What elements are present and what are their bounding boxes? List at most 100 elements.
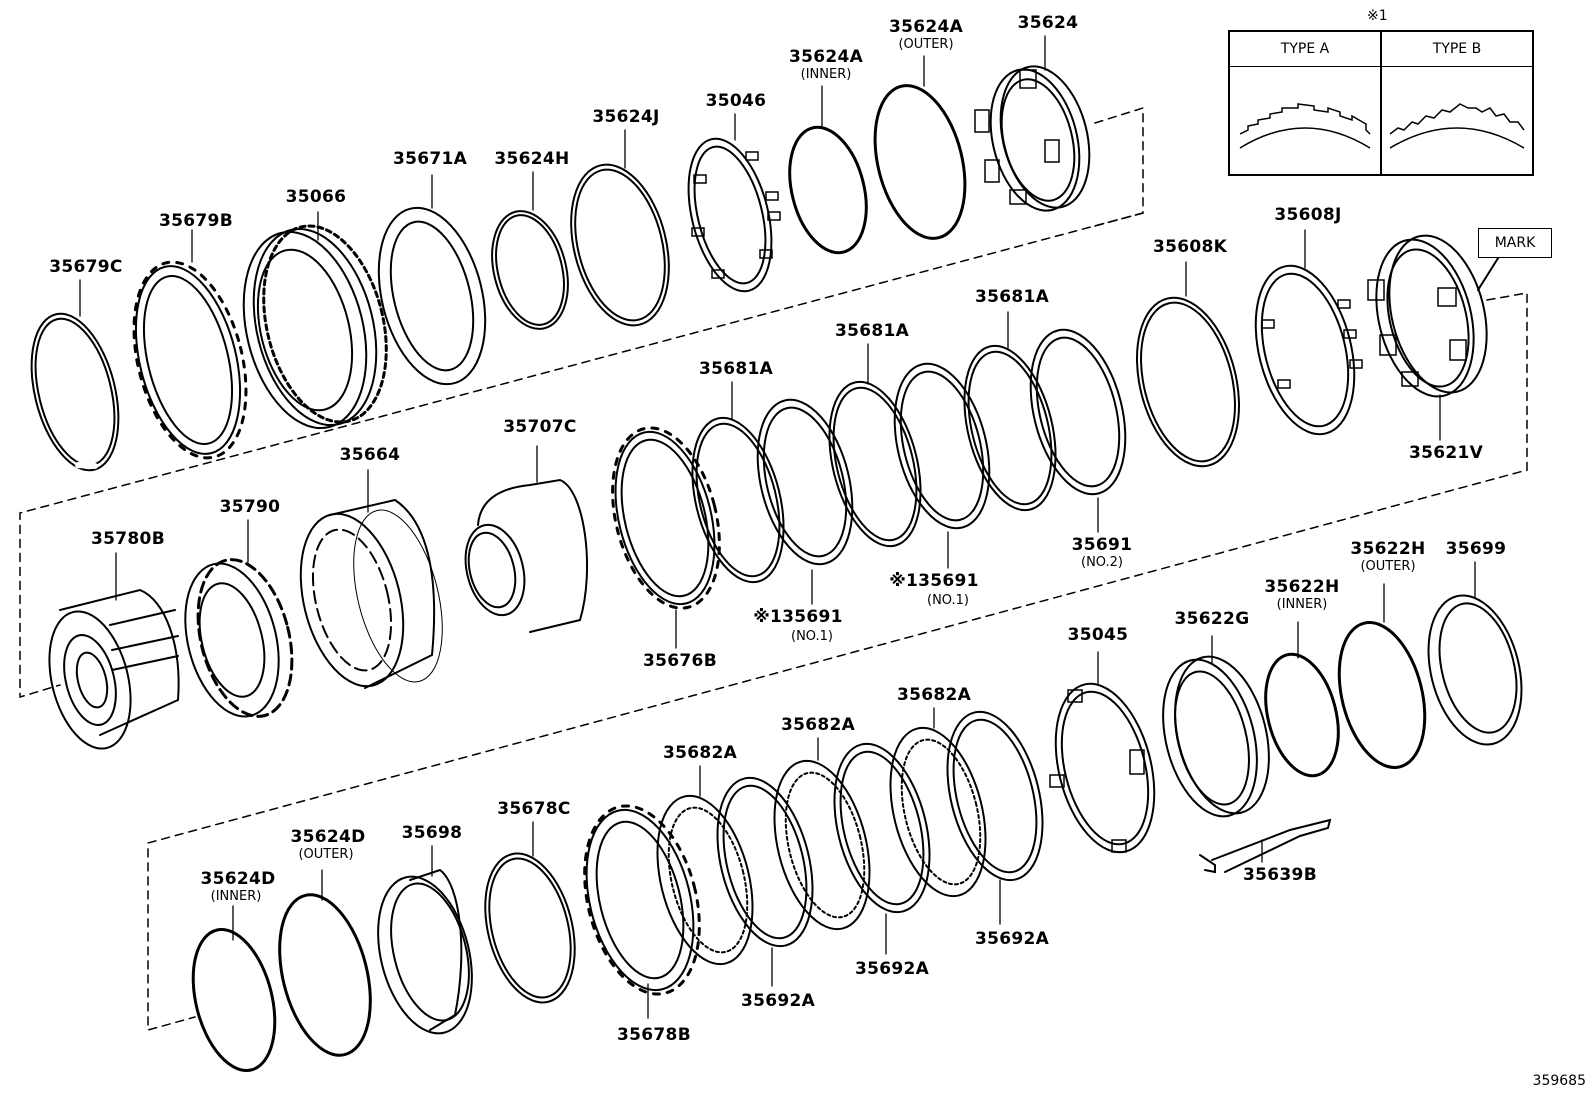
label-35608J: 35608J (1274, 205, 1342, 225)
label-35691-no2: 35691 (1071, 535, 1133, 555)
part-35682A-disc-1 (656, 794, 754, 966)
part-35691-no1-disc-b (893, 362, 991, 530)
label-35622H-outer-sub: (OUTER) (1360, 559, 1416, 574)
part-35066-drum (242, 224, 388, 430)
label-35624A-outer: 35624A (888, 17, 964, 37)
type-a-profile-icon (1239, 103, 1371, 149)
part-35692A-plate-3 (946, 710, 1044, 882)
part-35780B-gear (48, 588, 180, 750)
part-35608J-spring-plate (1254, 264, 1363, 436)
label-35678B: 35678B (617, 1025, 691, 1045)
label-35624D-inner-sub: (INNER) (210, 889, 262, 904)
part-35046-spring-plate (687, 137, 781, 293)
label-35707C: 35707C (503, 417, 577, 437)
label-35682A-3: 35682A (896, 685, 972, 705)
note-reference-mark: ※1 (1367, 8, 1388, 24)
label-35780B: 35780B (91, 529, 165, 549)
part-35692A-plate-1 (716, 776, 814, 948)
type-b-heading: TYPE B (1382, 32, 1532, 67)
part-35664-drum (299, 498, 443, 689)
part-35608K-snap-ring (1135, 296, 1241, 468)
part-35624-piston (974, 65, 1091, 212)
label-35679C: 35679C (49, 257, 123, 277)
part-35622H-inner-o-ring (1264, 652, 1340, 778)
part-35707C-hub (464, 478, 589, 633)
label-35681A-1: 35681A (698, 359, 774, 379)
label-35790: 35790 (219, 497, 281, 517)
label-35682A-2: 35682A (780, 715, 856, 735)
label-35624H: 35624H (494, 149, 570, 169)
type-a-heading: TYPE A (1230, 32, 1380, 67)
part-35639B-clip (1199, 818, 1332, 874)
label-35624A-inner-sub: (INNER) (800, 67, 852, 82)
part-35624J-snap-ring (570, 163, 670, 327)
part-35681A-plate-1 (691, 416, 785, 584)
part-35671A-washer (377, 206, 487, 386)
part-35679C-snap-ring (30, 312, 120, 472)
part-35678C-snap-ring (484, 852, 576, 1004)
part-35622H-outer-o-ring (1337, 621, 1427, 769)
part-35624H-ring (491, 210, 569, 330)
label-35066: 35066 (285, 187, 347, 207)
dashed-assembly-lines (19, 106, 1528, 1031)
type-b-profile-icon (1389, 103, 1525, 149)
label-35624D-outer-sub: (OUTER) (298, 847, 354, 862)
part-35045-spring-plate (1049, 682, 1156, 854)
part-35682A-disc-3 (889, 726, 987, 898)
label-35692A-1: 35692A (740, 991, 816, 1011)
label-35624A-inner: 35624A (788, 47, 864, 67)
part-35624A-outer-o-ring (873, 84, 967, 240)
label-35691-no1-a: ※135691 (753, 607, 843, 627)
part-35622G-piston (1162, 655, 1270, 818)
part-35624D-outer-o-ring (278, 893, 372, 1057)
part-35681A-plate-3 (963, 344, 1057, 512)
label-35678C: 35678C (497, 799, 571, 819)
part-35624D-inner-o-ring (191, 928, 277, 1072)
label-35624D-inner: 35624D (200, 869, 276, 889)
part-35624A-inner-o-ring (788, 125, 868, 255)
type-legend-table: TYPE A TYPE B (1228, 30, 1534, 176)
part-35699-seal-ring (1427, 594, 1523, 746)
label-35698: 35698 (401, 823, 463, 843)
label-35679B: 35679B (159, 211, 233, 231)
part-35790-hub (184, 558, 294, 718)
label-35681A-3: 35681A (974, 287, 1050, 307)
label-35692A-3: 35692A (974, 929, 1050, 949)
part-35682A-disc-2 (773, 759, 871, 931)
label-35045: 35045 (1067, 625, 1129, 645)
part-35692A-plate-2 (833, 742, 931, 914)
label-35624A-outer-sub: (OUTER) (898, 37, 954, 52)
part-35621V-piston (1367, 234, 1501, 398)
label-35692A-2: 35692A (854, 959, 930, 979)
label-35664: 35664 (339, 445, 401, 465)
figure-number: 359685 (1532, 1073, 1586, 1089)
label-35691-no2-sub: (NO.2) (1081, 555, 1123, 570)
label-35622G: 35622G (1174, 609, 1250, 629)
label-35691-no1-a-sub: (NO.1) (791, 629, 833, 644)
label-35622H-inner-sub: (INNER) (1276, 597, 1328, 612)
part-35691-no2-disc (1029, 328, 1127, 496)
label-35676B: 35676B (643, 651, 717, 671)
label-35622H-outer: 35622H (1350, 539, 1426, 559)
label-35682A-1: 35682A (662, 743, 738, 763)
mark-callout: MARK (1478, 228, 1552, 258)
part-35698-piston (377, 868, 473, 1035)
label-35624: 35624 (1017, 13, 1079, 33)
label-35622H-inner: 35622H (1264, 577, 1340, 597)
label-35671A: 35671A (392, 149, 468, 169)
label-35046: 35046 (705, 91, 767, 111)
label-35624J: 35624J (592, 107, 660, 127)
label-35621V: 35621V (1408, 443, 1484, 463)
label-35699: 35699 (1445, 539, 1507, 559)
label-35608K: 35608K (1152, 237, 1228, 257)
part-35691-no1-disc-a (756, 398, 854, 566)
type-a-cell: TYPE A (1230, 32, 1380, 174)
label-35624D-outer: 35624D (290, 827, 366, 847)
type-b-cell: TYPE B (1380, 32, 1532, 174)
part-35676B-plate (611, 426, 721, 610)
part-35679B-plate (132, 260, 248, 460)
leader-lines (79, 35, 1476, 1019)
label-35691-no1-b-sub: (NO.1) (927, 593, 969, 608)
